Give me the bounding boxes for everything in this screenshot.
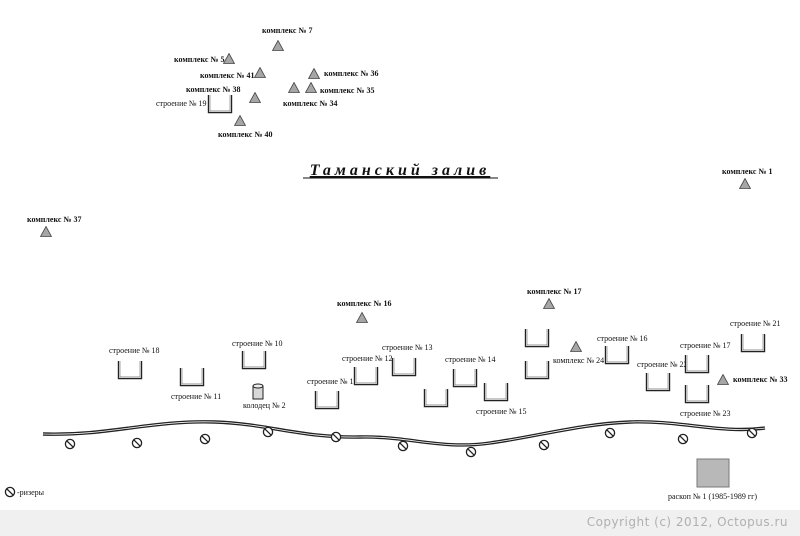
building-19-marker xyxy=(207,94,233,114)
building-17a-marker xyxy=(524,328,550,348)
building-15-marker xyxy=(483,382,509,402)
building-12-label: строение № 12 xyxy=(342,354,393,363)
complex-17-marker xyxy=(543,298,555,309)
building-22-marker xyxy=(645,372,671,392)
complex-33-label: комплекс № 33 xyxy=(733,375,787,384)
complex-24-label: комплекс № 24 xyxy=(553,356,604,365)
building-11-label: строение № 11 xyxy=(171,392,221,401)
legend-pit-icon xyxy=(4,486,16,498)
complex-38b-marker xyxy=(249,92,261,103)
building-1-label: строение № 1 xyxy=(307,377,354,386)
excavation-1-label: раскоп № 1 (1985-1989 гг) xyxy=(668,492,757,501)
building-15-label: строение № 15 xyxy=(476,407,527,416)
pit-icon xyxy=(330,431,342,443)
complex-40-marker xyxy=(234,115,246,126)
footer: Copyright (c) 2012, Octopus.ru xyxy=(0,510,800,536)
building-23-marker xyxy=(684,384,710,404)
pit-icon xyxy=(262,426,274,438)
building-16-marker xyxy=(604,345,630,365)
building-21-label: строение № 21 xyxy=(730,319,781,328)
complex-37-marker xyxy=(40,226,52,237)
building-17b-marker xyxy=(524,360,550,380)
complex-36-marker xyxy=(308,68,320,79)
building-23-label: строение № 23 xyxy=(680,409,731,418)
complex-35-marker xyxy=(305,82,317,93)
complex-41-label: комплекс № 41 xyxy=(200,71,254,80)
building-21-marker xyxy=(740,333,766,353)
well-2-label: колодец № 2 xyxy=(243,401,286,410)
complex-7-label: комплекс № 7 xyxy=(262,26,312,35)
building-13-label: строение № 13 xyxy=(382,343,433,352)
pit-icon xyxy=(604,427,616,439)
complex-38-marker xyxy=(288,82,300,93)
complex-5-marker xyxy=(223,53,235,64)
complex-33-marker xyxy=(717,374,729,385)
complex-17-label: комплекс № 17 xyxy=(527,287,581,296)
pit-icon xyxy=(199,433,211,445)
building-22-label: строение № 22 xyxy=(637,360,688,369)
building-13-marker xyxy=(391,357,417,377)
legend-pit-label: -ризеры xyxy=(17,488,45,497)
building-14a-marker xyxy=(423,388,449,408)
building-18-marker xyxy=(117,360,143,380)
excavation-1-marker xyxy=(696,458,730,488)
complex-1-marker xyxy=(739,178,751,189)
building-18-label: строение № 18 xyxy=(109,346,160,355)
complex-35-label: комплекс № 35 xyxy=(320,86,374,95)
building-17-label: строение № 17 xyxy=(680,341,731,350)
copyright-text: Copyright (c) 2012, Octopus.ru xyxy=(586,515,788,529)
building-17-marker xyxy=(684,354,710,374)
gulf-label: Таманский залив xyxy=(310,162,491,179)
complex-37-label: комплекс № 37 xyxy=(27,215,81,224)
building-10-marker xyxy=(241,350,267,370)
pit-icon xyxy=(677,433,689,445)
complex-40-label: комплекс № 40 xyxy=(218,130,272,139)
complex-34-label: комплекс № 34 xyxy=(283,99,337,108)
pit-icon xyxy=(131,437,143,449)
well-2-marker xyxy=(252,383,264,400)
complex-41-marker xyxy=(254,67,266,78)
pit-icon xyxy=(465,446,477,458)
pit-icon xyxy=(64,438,76,450)
complex-7-marker xyxy=(272,40,284,51)
complex-5-label: комплекс № 5 xyxy=(174,55,224,64)
building-12-marker xyxy=(353,366,379,386)
building-14-label: строение № 14 xyxy=(445,355,496,364)
building-1-marker xyxy=(314,390,340,410)
pit-icon xyxy=(746,427,758,439)
complex-36-label: комплекс № 36 xyxy=(324,69,378,78)
complex-16-marker xyxy=(356,312,368,323)
pit-icon xyxy=(538,439,550,451)
complex-1-label: комплекс № 1 xyxy=(722,167,772,176)
complex-16-label: комплекс № 16 xyxy=(337,299,391,308)
building-11-marker xyxy=(179,367,205,387)
building-14-marker xyxy=(452,368,478,388)
site-map: Таманский залив комплекс № 7 комплекс № … xyxy=(4,26,787,501)
building-19-label: строение № 19 xyxy=(156,99,207,108)
complex-38-label: комплекс № 38 xyxy=(186,85,240,94)
building-10-label: строение № 10 xyxy=(232,339,283,348)
pit-icon xyxy=(397,440,409,452)
shoreline xyxy=(42,420,766,447)
complex-24-marker xyxy=(570,341,582,352)
building-16-label: строение № 16 xyxy=(597,334,648,343)
